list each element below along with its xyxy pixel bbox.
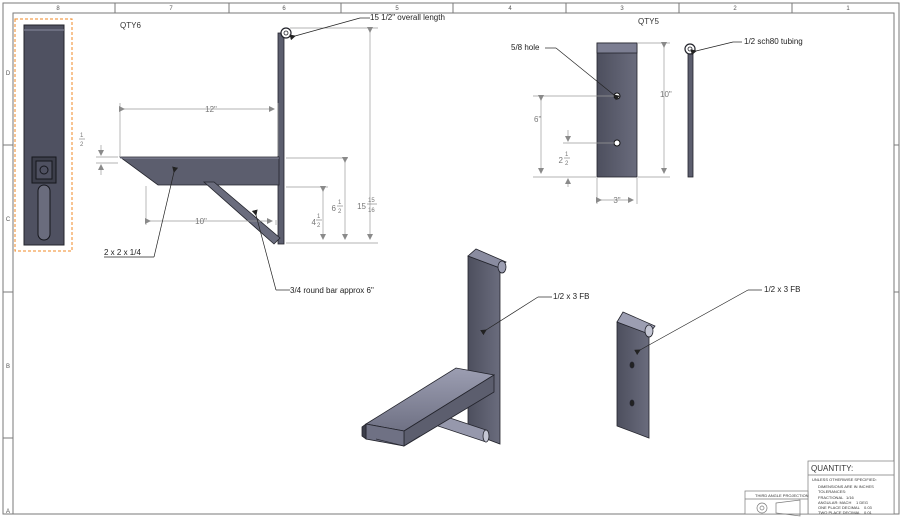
dim-lower-den: 2	[317, 223, 321, 229]
angle-note: 2 x 2 x 1/4	[104, 248, 141, 257]
zone-col-3: 3	[620, 6, 624, 12]
zone-col-6: 6	[282, 6, 286, 12]
dim-thickness-num: 1	[80, 133, 84, 139]
qty-left: QTY6	[120, 21, 141, 30]
dim-brace-length: 10"	[195, 217, 207, 226]
left-dimensions	[96, 27, 378, 244]
hole-note: 5/8 hole	[511, 43, 540, 52]
fractional-value: 1/16	[846, 495, 855, 500]
zone-row-d: D	[6, 71, 11, 77]
dim-bottom-den: 2	[565, 161, 569, 167]
angular-label: ANGULAR: MACH	[818, 500, 851, 505]
right-dimensions	[533, 42, 670, 204]
zone-row-a: A	[6, 509, 10, 515]
one-place-label: ONE PLACE DECIMAL	[818, 505, 861, 510]
dim-thickness-den: 2	[80, 142, 84, 148]
dim-bottom-num: 1	[565, 152, 569, 158]
dim-plate-height: 10"	[660, 90, 672, 99]
zone-col-7: 7	[169, 6, 173, 12]
right-plate-side	[684, 43, 696, 178]
zone-col-1: 1	[846, 6, 850, 12]
projection-label: THIRD ANGLE PROJECTION	[755, 493, 809, 498]
dim-overall-whole: 15	[357, 202, 366, 211]
dim-hole-offset: 6"	[534, 115, 541, 124]
dim-lower-whole: 4	[312, 218, 317, 227]
dim-plate-width: 3"	[613, 196, 620, 205]
dim-height-den: 2	[338, 209, 342, 215]
dim-arm-length: 12"	[205, 105, 217, 114]
zone-col-8: 8	[56, 6, 60, 12]
right-plate-front	[596, 42, 638, 178]
dim-lower-num: 1	[317, 214, 321, 220]
overall-length-note: 15 1/2" overall length	[370, 13, 445, 22]
iso-plate-note: 1/2 x 3 FB	[764, 285, 800, 294]
iso-plate-view	[616, 311, 656, 439]
zone-col-2: 2	[733, 6, 737, 12]
dimensions-label: DIMENSIONS ARE IN INCHES	[818, 484, 874, 489]
dim-overall-num: 15	[368, 198, 375, 204]
quantity-label: QUANTITY:	[811, 464, 853, 473]
two-place-label: TWO PLACE DECIMAL	[818, 510, 861, 515]
zone-row-b: B	[6, 364, 10, 370]
dim-overall-den: 16	[368, 208, 375, 214]
fractional-label: FRACTIONAL	[818, 495, 844, 500]
zone-col-5: 5	[395, 6, 399, 12]
iso-bracket-view	[361, 248, 507, 447]
title-block	[744, 460, 895, 517]
one-place-value: 0.03	[864, 505, 873, 510]
angular-value: 1 DEG	[856, 500, 868, 505]
iso-bracket-note: 1/2 x 3 FB	[553, 292, 589, 301]
dim-height-whole: 6	[332, 204, 337, 213]
zone-col-4: 4	[508, 6, 512, 12]
two-place-value: 0.01	[864, 510, 873, 515]
tubing-note: 1/2 sch80 tubing	[744, 37, 803, 46]
round-bar-note: 3/4 round bar approx 6"	[290, 286, 374, 295]
unless-label: UNLESS OTHERWISE SPECIFIED:	[812, 477, 877, 482]
tolerances-label: TOLERANCES:	[818, 489, 846, 494]
qty-right: QTY5	[638, 17, 659, 26]
dim-bottom-whole: 2	[559, 156, 564, 165]
zone-row-c: C	[6, 217, 11, 223]
selected-side-view[interactable]	[14, 18, 73, 252]
dim-height-num: 1	[338, 200, 342, 206]
